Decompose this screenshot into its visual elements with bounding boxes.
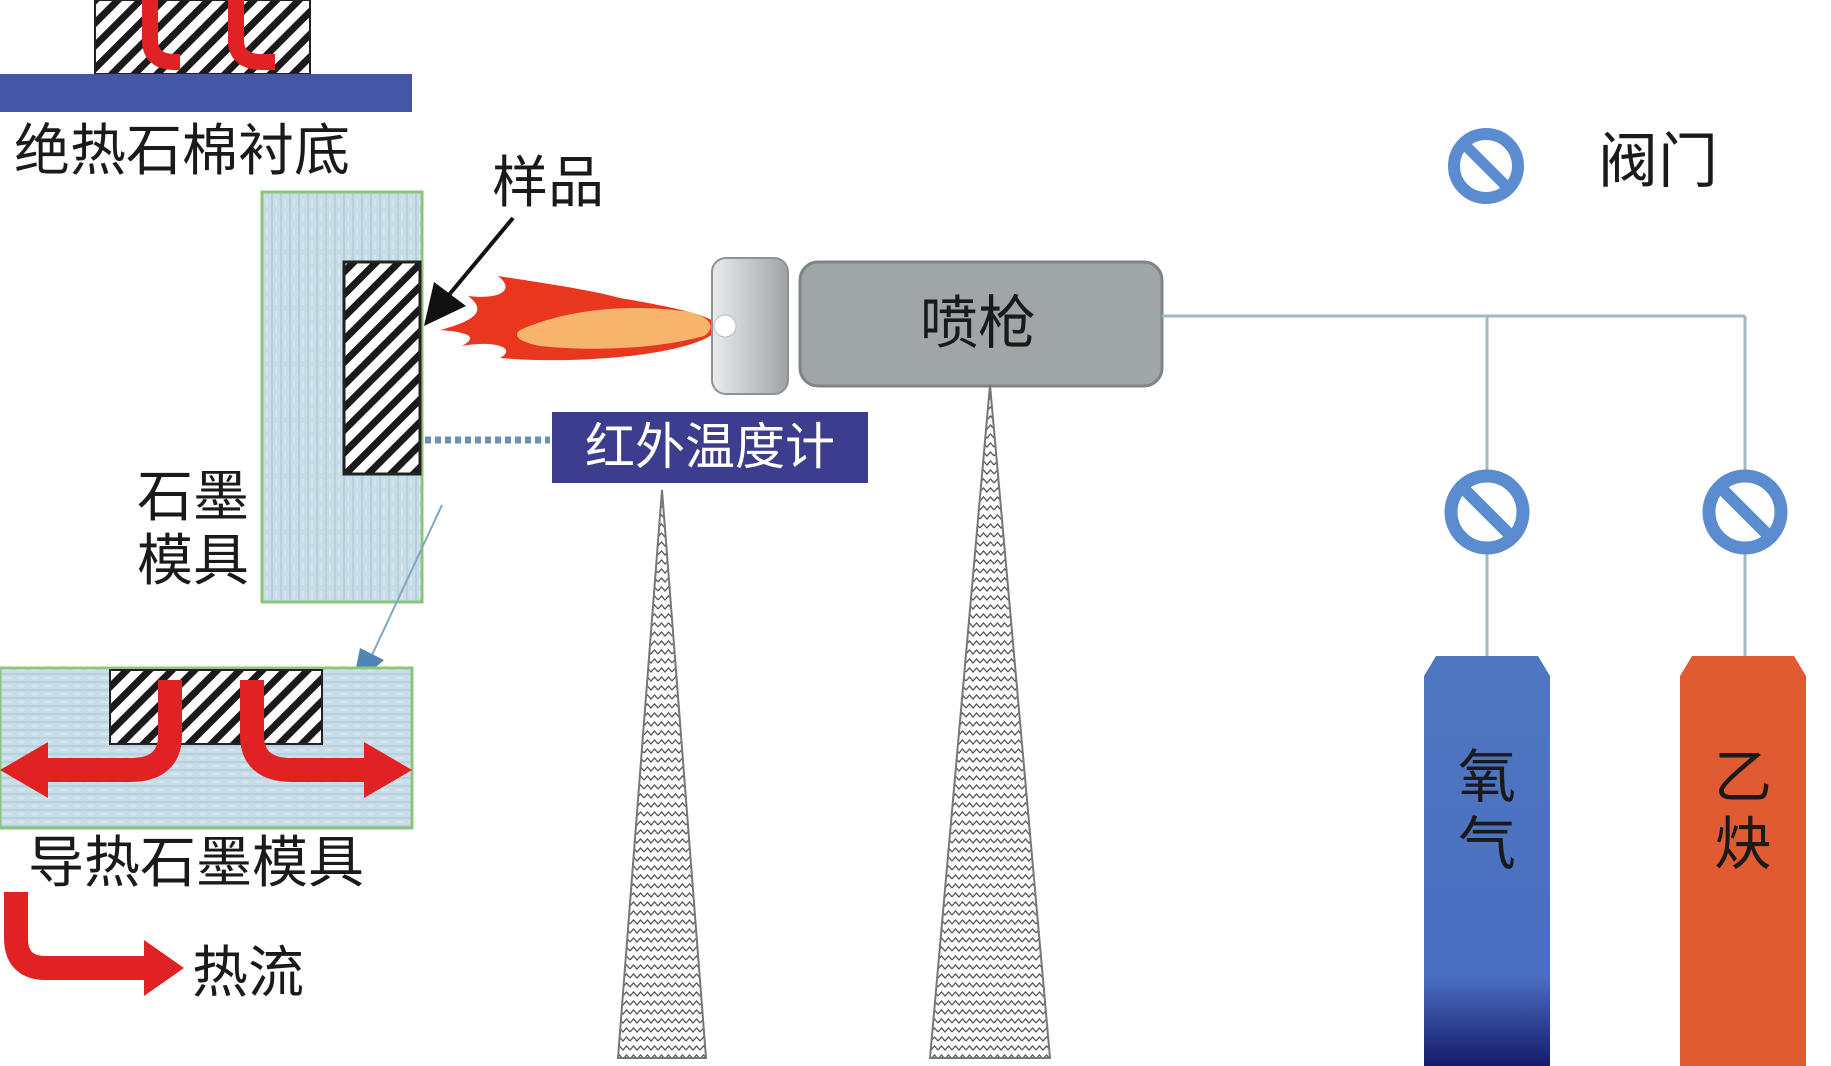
infrared-thermometer-box: 红外温度计 bbox=[552, 412, 868, 483]
graphite-mold bbox=[260, 190, 424, 604]
oxygen-cylinder bbox=[1424, 656, 1550, 1066]
flame bbox=[440, 276, 720, 361]
heat-flow-label: 热流 bbox=[192, 941, 304, 1006]
valve-label: 阀门 bbox=[1598, 127, 1718, 197]
thermometer-stand bbox=[616, 489, 708, 1059]
heat-arrow-right-head bbox=[364, 742, 412, 798]
oxygen-label: 氧 气 bbox=[1457, 743, 1516, 878]
sample-pointer-arrow bbox=[424, 216, 515, 326]
top-hatched-block bbox=[94, 0, 311, 75]
acetylene-valve-icon bbox=[1702, 469, 1788, 555]
oxygen-valve-icon bbox=[1444, 469, 1530, 555]
sample-block bbox=[342, 260, 422, 476]
conductive-graphite-mold-label: 导热石墨模具 bbox=[28, 831, 364, 896]
gun-nozzle bbox=[711, 257, 789, 395]
conductive-graphite-mold bbox=[0, 666, 414, 830]
acetylene-label: 乙 炔 bbox=[1713, 743, 1772, 878]
gun-stand bbox=[928, 384, 1052, 1059]
valve-legend-icon bbox=[1448, 128, 1524, 204]
sample-label: 样品 bbox=[492, 151, 604, 216]
spray-gun-label: 喷枪 bbox=[920, 289, 1037, 357]
top-heat-arrow-left bbox=[142, 0, 180, 70]
insulating-substrate-label: 绝热石棉衬底 bbox=[14, 119, 350, 184]
graphite-mold-label: 石墨 模具 bbox=[137, 465, 249, 595]
gas-pipes bbox=[1162, 314, 1747, 660]
substrate-bar bbox=[0, 74, 412, 112]
flame-inner bbox=[516, 308, 711, 349]
heat-arrow-left-path bbox=[40, 680, 182, 782]
acetylene-cylinder bbox=[1680, 656, 1806, 1066]
insulating-substrate bbox=[0, 0, 412, 112]
heat-arrow-left-head bbox=[0, 742, 48, 798]
heat-flow-legend-arrow bbox=[4, 892, 184, 996]
heat-arrow-right-path bbox=[240, 680, 372, 782]
spray-gun-body bbox=[798, 260, 1164, 388]
bottom-hatched-block bbox=[109, 669, 323, 745]
top-heat-arrow-right bbox=[228, 0, 275, 70]
